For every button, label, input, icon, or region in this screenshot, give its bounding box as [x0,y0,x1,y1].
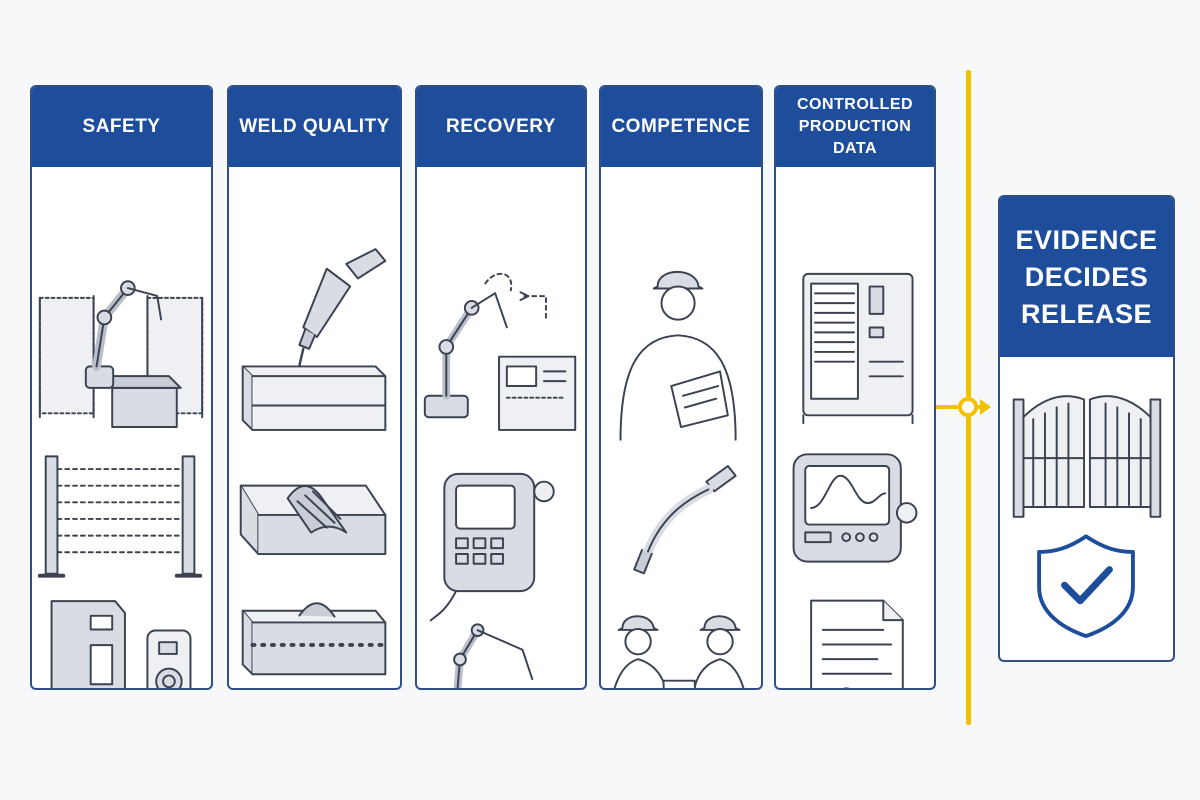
peer-review-icon [613,615,745,688]
connector-node [958,397,978,417]
data-report-icon [810,599,904,688]
result-panel: EVIDENCE DECIDES RELEASE [998,195,1175,662]
release-gate-icon [1012,395,1162,518]
light-curtain-icon [37,455,203,578]
weld-defect-section-icon [241,602,388,676]
welding-torch-handheld-icon [633,465,737,575]
safety-relay-icon [50,600,126,688]
column-competence-title: COMPETENCE [601,87,761,167]
weld-monitor-icon [792,453,918,563]
column-recovery-title: RECOVERY [417,87,585,167]
column-safety-title: SAFETY [32,87,211,167]
column-controlled-data: CONTROLLED PRODUCTION DATA [774,85,936,690]
robot-cell-icon [38,280,204,428]
column-safety: SAFETY [30,85,213,690]
robot-controller-icon [423,273,577,431]
controller-cabinet-icon [802,272,914,425]
operator-checklist-icon [619,271,737,441]
teach-pendant-icon [429,472,555,622]
weld-bead-icon [239,484,387,556]
column-controlled-data-title: CONTROLLED PRODUCTION DATA [776,87,934,167]
emergency-stop-icon [146,629,192,688]
column-weld-quality: WELD QUALITY [227,85,402,690]
robot-return-home-icon [453,623,534,688]
result-title: EVIDENCE DECIDES RELEASE [1000,197,1173,357]
welding-torch-icon [241,248,387,431]
shield-check-icon [1037,534,1135,639]
connector-arrow-icon [980,399,991,415]
column-competence: COMPETENCE [599,85,763,690]
column-recovery: RECOVERY [415,85,587,690]
column-weld-quality-title: WELD QUALITY [229,87,400,167]
